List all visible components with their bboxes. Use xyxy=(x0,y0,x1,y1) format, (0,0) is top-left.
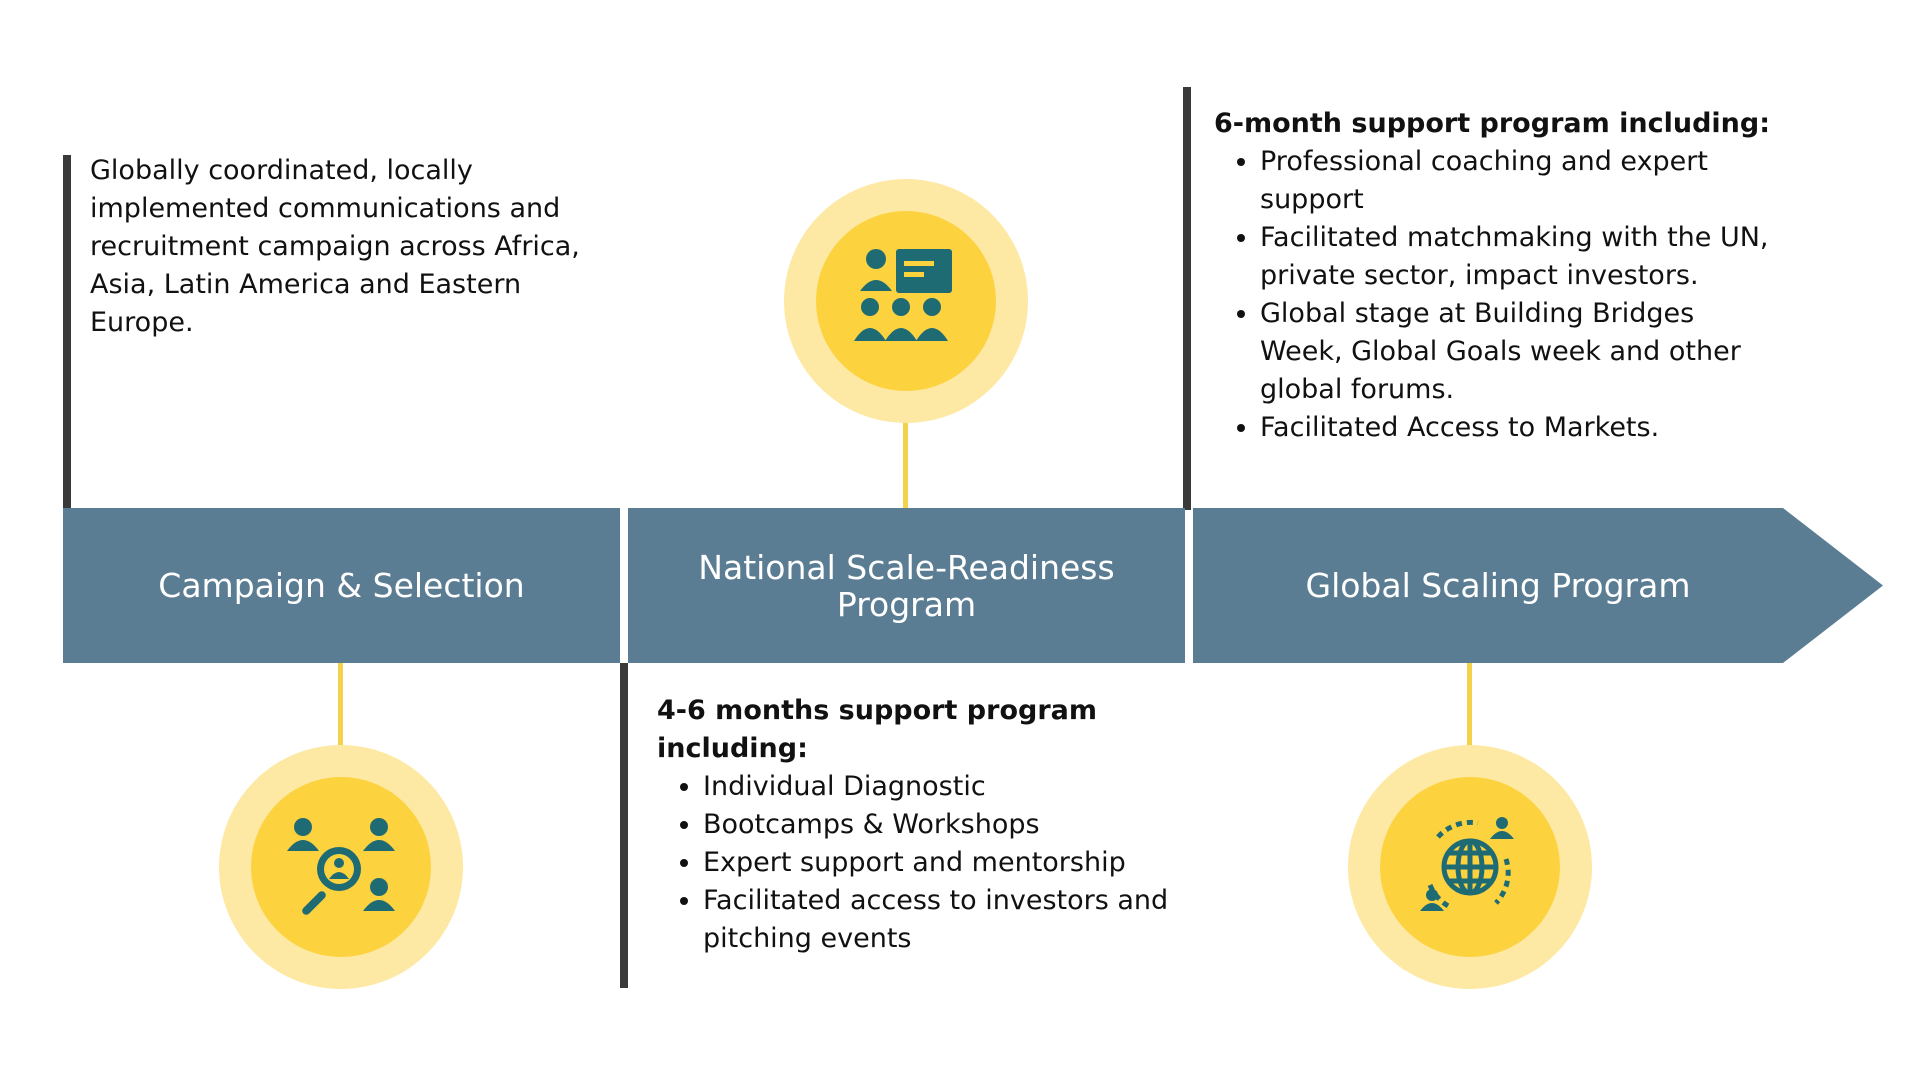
stage-2-heading: 4-6 months support program including: xyxy=(657,695,1097,764)
stage-1-title: Campaign & Selection xyxy=(158,566,525,605)
list-item: Expert support and mentorship xyxy=(703,844,1177,882)
stage-2-list: Individual Diagnostic Bootcamps & Worksh… xyxy=(657,768,1177,958)
stage-3-title: Global Scaling Program xyxy=(1305,566,1691,605)
stage-3-divider xyxy=(1183,87,1191,510)
list-item: Facilitated Access to Markets. xyxy=(1260,409,1774,447)
arrow-shape xyxy=(1193,508,1883,663)
stage-3-icon-circle xyxy=(1348,745,1592,989)
stage-1-description: Globally coordinated, locally implemente… xyxy=(90,152,610,342)
stage-2-connector xyxy=(903,380,908,510)
stage-2-description: 4-6 months support program including: In… xyxy=(657,692,1177,958)
global-network-icon xyxy=(1420,817,1514,911)
stage-1-icon-circle xyxy=(219,745,463,989)
list-item: Professional coaching and expert support xyxy=(1260,143,1774,219)
stage-3-title-bar: Global Scaling Program xyxy=(1193,508,1883,663)
list-item: Facilitated access to investors and pitc… xyxy=(703,882,1177,958)
stage-3-connector xyxy=(1467,663,1472,773)
list-item: Individual Diagnostic xyxy=(703,768,1177,806)
stage-1-connector xyxy=(338,663,343,773)
list-item: Bootcamps & Workshops xyxy=(703,806,1177,844)
presentation-audience-icon xyxy=(854,249,952,341)
people-search-icon xyxy=(287,818,395,915)
stage-2-title: National Scale-Readiness Program xyxy=(698,547,1115,624)
stage-3-description: 6-month support program including: Profe… xyxy=(1214,105,1774,447)
stage-3-list: Professional coaching and expert support… xyxy=(1214,143,1774,447)
stage-3-heading: 6-month support program including: xyxy=(1214,108,1771,139)
stage-2-divider xyxy=(620,663,628,988)
list-item: Global stage at Building Bridges Week, G… xyxy=(1260,295,1774,409)
stage-2-icon-circle xyxy=(784,179,1028,423)
stage-2-title-bar: National Scale-Readiness Program xyxy=(628,508,1185,663)
list-item: Facilitated matchmaking with the UN, pri… xyxy=(1260,219,1774,295)
stage-1-divider xyxy=(63,155,71,510)
stage-1-description-text: Globally coordinated, locally implemente… xyxy=(90,155,580,338)
stage-1-title-bar: Campaign & Selection xyxy=(63,508,620,663)
